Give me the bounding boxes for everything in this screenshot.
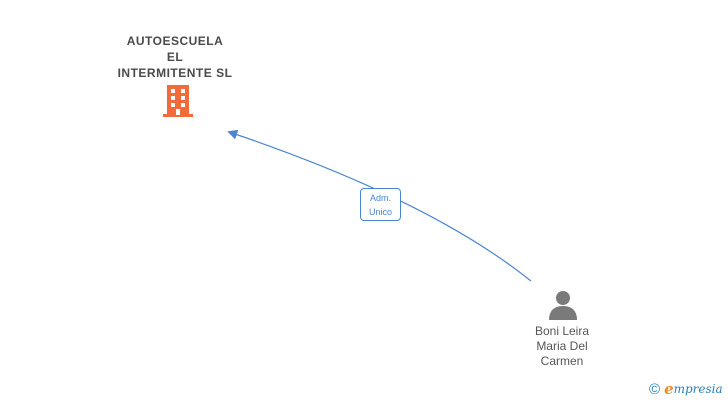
role-line-2: Unico: [368, 207, 392, 217]
person-name-line-3: Carmen: [540, 354, 584, 368]
company-name-line-1: AUTOESCUELA: [126, 34, 224, 48]
relation-edge: [227, 129, 532, 282]
person-name-line-1: Boni Leira: [534, 324, 590, 338]
company-name[interactable]: AUTOESCUELA EL INTERMITENTE SL: [105, 33, 245, 81]
company-name-line-3: INTERMITENTE SL: [117, 66, 233, 80]
person-name[interactable]: Boni Leira Maria Del Carmen: [500, 324, 624, 369]
company-name-line-2: EL: [166, 50, 184, 64]
brand-initial: e: [664, 380, 674, 398]
role-badge[interactable]: Adm. Unico: [360, 188, 401, 221]
person-name-line-2: Maria Del: [536, 339, 588, 353]
role-line-1: Adm.: [369, 193, 391, 203]
copyright-icon: ©: [649, 380, 661, 398]
brand-name: mpresia: [673, 382, 723, 396]
person-icon[interactable]: [546, 288, 580, 322]
building-icon[interactable]: [160, 83, 196, 119]
empresia-watermark[interactable]: © e mpresia: [649, 380, 723, 398]
